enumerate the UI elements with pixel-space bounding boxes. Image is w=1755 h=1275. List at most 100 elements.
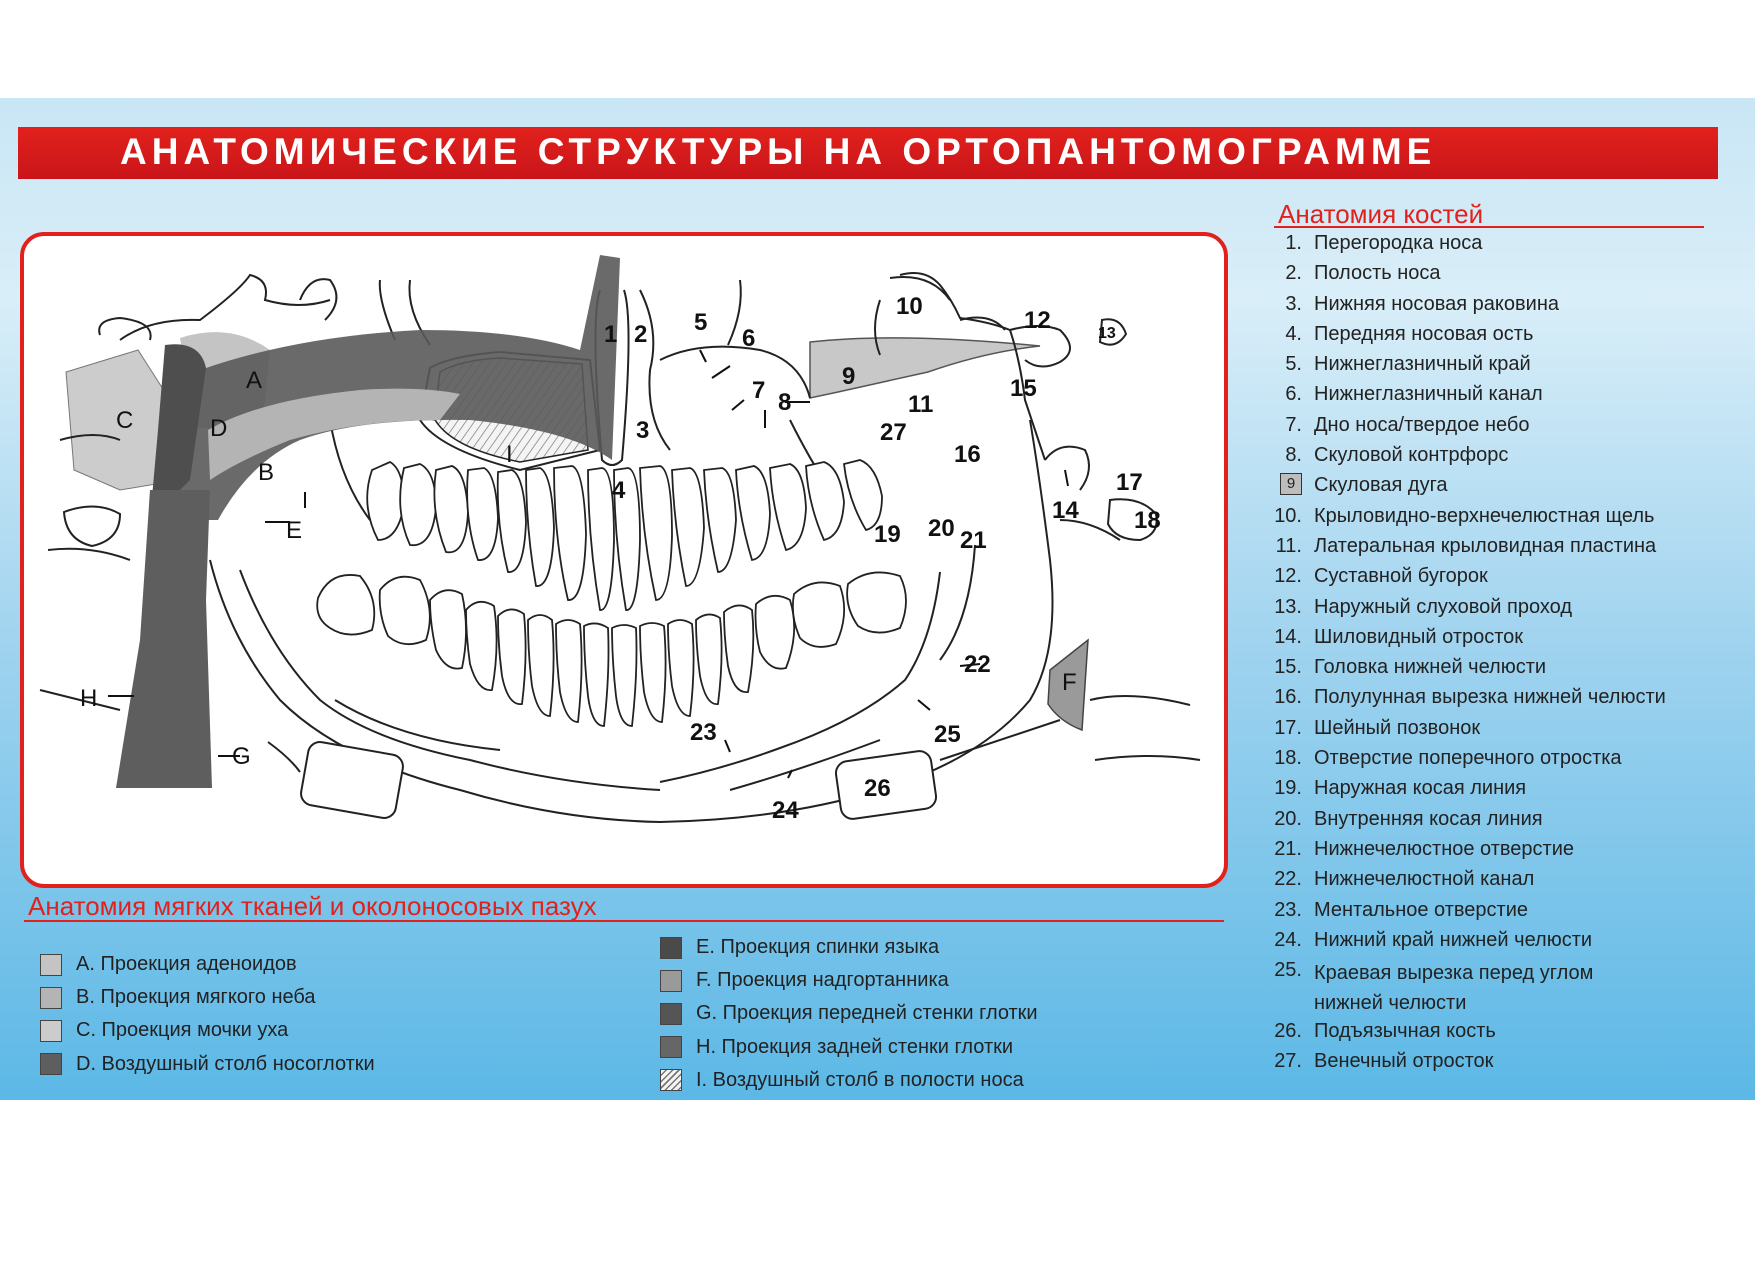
bone-item: 6.Нижнеглазничный канал (1285, 383, 1543, 406)
bone-item: 16.Полулунная вырезка нижней челюсти (1274, 686, 1666, 709)
bone-item: 11.Латеральная крыловидная пластина (1275, 534, 1657, 557)
bone-item: 24.Нижний край нижней челюсти (1274, 928, 1593, 951)
label-9: 9 (842, 363, 855, 390)
region-f-epiglottis (1047, 638, 1089, 732)
label-14: 14 (1052, 497, 1079, 524)
legend-item: A. Проекция аденоидов (40, 948, 375, 981)
label-12: 12 (1024, 307, 1051, 334)
cervical-vertebra (62, 318, 1158, 548)
bone-item: 20.Внутренняя косая линия (1274, 807, 1543, 830)
bone-item: 21.Нижнечелюстное отверстие (1274, 837, 1574, 860)
label-e: E (286, 517, 302, 544)
region-h-posterior-pharynx (116, 490, 212, 788)
bone-item: 2.Полость носа (1285, 262, 1441, 285)
bone-item: 1.Перегородка носа (1285, 232, 1483, 254)
legend-swatch (40, 953, 62, 976)
region-9-zygomatic-arch (809, 337, 1041, 399)
bone-item: 22.Нижнечелюстной канал (1274, 868, 1535, 891)
soft-tissue-legend-left: A. Проекция аденоидов B. Проекция мягког… (40, 948, 375, 1081)
bone-item: 7.Дно носа/твердое небо (1285, 413, 1530, 436)
legend-swatch (660, 1036, 682, 1059)
legend-swatch (40, 1053, 62, 1076)
legend-item: E. Проекция спинки языка (660, 931, 1038, 964)
hyoid-bone (267, 719, 1061, 820)
region-b-soft-palate (208, 388, 460, 480)
label-21: 21 (960, 527, 987, 554)
bone-item: 26.Подъязычная кость (1274, 1019, 1496, 1042)
bone-item: 3.Нижняя носовая раковина (1285, 292, 1559, 315)
bone-item: 15.Головка нижней челюсти (1274, 656, 1547, 679)
label-24: 24 (772, 797, 799, 824)
label-23: 23 (690, 719, 717, 746)
bones-heading: Анатомия костей (1278, 199, 1484, 229)
label-2: 2 (634, 321, 647, 348)
label-18: 18 (1134, 507, 1161, 534)
bone-item: 17.Шейный позвонок (1274, 716, 1481, 739)
label-11: 11 (908, 391, 933, 418)
label-17: 17 (1116, 469, 1143, 496)
legend-item: D. Воздушный столб носоглотки (40, 1048, 375, 1081)
bone-item: 12.Суставной бугорок (1274, 565, 1488, 588)
label-4: 4 (612, 477, 626, 504)
bone-item: 14.Шиловидный отросток (1274, 625, 1524, 648)
legend-item: C. Проекция мочки уха (40, 1014, 375, 1047)
label-b: B (258, 459, 274, 486)
region-d-nasopharynx (150, 344, 206, 520)
legend-item: H. Проекция задней стенки глотки (660, 1031, 1038, 1064)
label-20: 20 (928, 515, 955, 542)
orthopantomogram-diagram: 1 2 3 4 5 6 7 8 9 10 11 12 13 14 15 16 1… (39, 255, 1201, 824)
label-h: H (80, 685, 97, 712)
legend-swatch (660, 936, 682, 959)
region-e-tongue-dorsum (150, 255, 620, 520)
label-15: 15 (1010, 375, 1037, 402)
leader-lines (108, 349, 1069, 779)
bone-item: 23.Ментальное отверстие (1274, 898, 1528, 921)
swatch-9-zygomatic-arch: 9 (1280, 473, 1302, 496)
label-3: 3 (636, 417, 649, 444)
bone-item: 18.Отверстие поперечного отростка (1274, 747, 1622, 770)
title-bar (18, 127, 1718, 179)
label-f: F (1062, 669, 1077, 696)
label-10: 10 (896, 293, 923, 320)
label-c: C (116, 407, 133, 434)
bone-item: 5.Нижнеглазничный край (1285, 353, 1531, 376)
legend-swatch (40, 986, 62, 1009)
bone-item: 8.Скуловой контрфорс (1285, 444, 1509, 467)
legend-swatch (660, 1002, 682, 1025)
label-d: D (210, 415, 227, 442)
label-8: 8 (778, 389, 791, 416)
label-19: 19 (874, 521, 901, 548)
label-16: 16 (954, 441, 981, 468)
bone-item: 4.Передняя носовая ость (1285, 322, 1534, 345)
legend-item: G. Проекция передней стенки глотки (660, 997, 1038, 1030)
label-g: G (232, 743, 251, 770)
legend-item: B. Проекция мягкого неба (40, 981, 375, 1014)
soft-tissue-heading: Анатомия мягких тканей и околоносовых па… (28, 891, 597, 921)
soft-tissue-heading-underline (24, 920, 1224, 922)
label-1: 1 (604, 321, 617, 348)
bone-item: 27.Венечный отросток (1274, 1050, 1494, 1073)
bone-item: 19.Наружная косая линия (1274, 777, 1527, 800)
bones-heading-underline (1274, 226, 1704, 228)
bone-item: 10.Крыловидно-верхнечелюстная щель (1274, 504, 1655, 527)
label-13: 13 (1098, 325, 1116, 342)
label-a: A (246, 367, 262, 394)
label-27: 27 (880, 419, 907, 446)
lower-teeth (316, 571, 907, 727)
soft-tissue-legend-right: E. Проекция спинки языка F. Проекция над… (660, 931, 1038, 1097)
bone-anatomy-list: 1.Перегородка носа 2.Полость носа 3.Нижн… (1262, 231, 1666, 1079)
legend-item: F. Проекция надгортанника (660, 964, 1038, 997)
label-5: 5 (694, 309, 707, 336)
legend-swatch-hatched (660, 1069, 682, 1092)
page-title: АНАТОМИЧЕСКИЕ СТРУКТУРЫ НА ОРТОПАНТОМОГР… (120, 131, 1437, 172)
legend-swatch (40, 1019, 62, 1042)
bone-item: 13.Наружный слуховой проход (1274, 595, 1573, 618)
label-22: 22 (964, 651, 991, 678)
upper-teeth (366, 459, 883, 611)
label-26: 26 (864, 775, 891, 802)
label-i: I (506, 441, 513, 468)
label-7: 7 (752, 377, 765, 404)
legend-swatch (660, 969, 682, 992)
